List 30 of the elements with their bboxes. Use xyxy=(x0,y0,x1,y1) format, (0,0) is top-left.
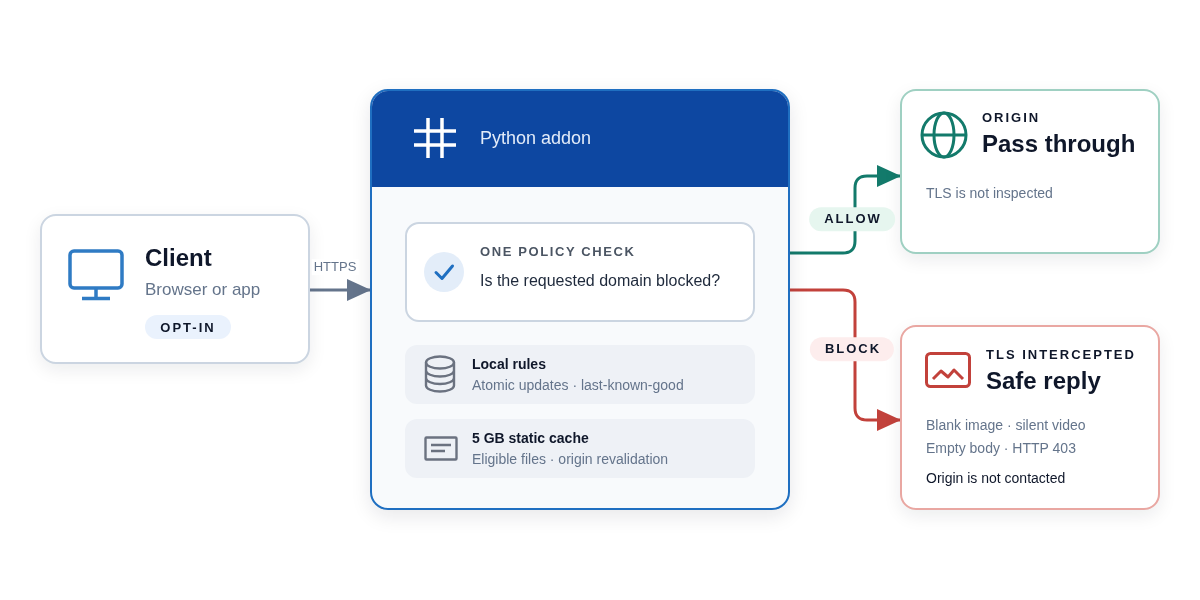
card-title: Pass through xyxy=(982,129,1136,159)
row-title: Local rules xyxy=(472,355,546,373)
header-subtitle: Python addon xyxy=(480,128,592,150)
feature-row xyxy=(405,419,755,478)
feature-row xyxy=(405,345,755,404)
check-card xyxy=(405,222,755,322)
eyebrow-label: ONE POLICY CHECK xyxy=(480,244,636,260)
card-title: Safe reply xyxy=(986,366,1101,396)
edge-label: BLOCK xyxy=(809,337,895,361)
edge-label: ALLOW xyxy=(809,207,895,231)
origin-card xyxy=(900,89,1160,254)
arrow xyxy=(310,279,371,301)
note-text: Origin is not contacted xyxy=(926,469,1066,487)
note-text: Empty body · HTTP 403 xyxy=(926,439,1076,457)
row-title: 5 GB static cache xyxy=(472,429,589,447)
arrow xyxy=(790,288,901,431)
row-description: Atomic updates · last-known-good xyxy=(472,376,684,394)
note-text: Blank image · silent video xyxy=(926,416,1086,434)
eyebrow-label: TLS INTERCEPTED xyxy=(986,347,1136,363)
card-subtitle: Browser or app xyxy=(145,279,261,301)
reply-card xyxy=(900,325,1160,510)
question-text: Is the requested domain blocked? xyxy=(480,271,721,291)
note-text: TLS is not inspected xyxy=(926,184,1053,202)
eyebrow-label: ORIGIN xyxy=(982,110,1041,126)
row-description: Eligible files · origin revalidation xyxy=(472,450,669,468)
client-card xyxy=(40,214,310,364)
arrow xyxy=(790,165,901,255)
proxy-card xyxy=(370,89,790,510)
card-title: Client xyxy=(145,243,212,273)
badge: OPT-IN xyxy=(145,315,231,339)
